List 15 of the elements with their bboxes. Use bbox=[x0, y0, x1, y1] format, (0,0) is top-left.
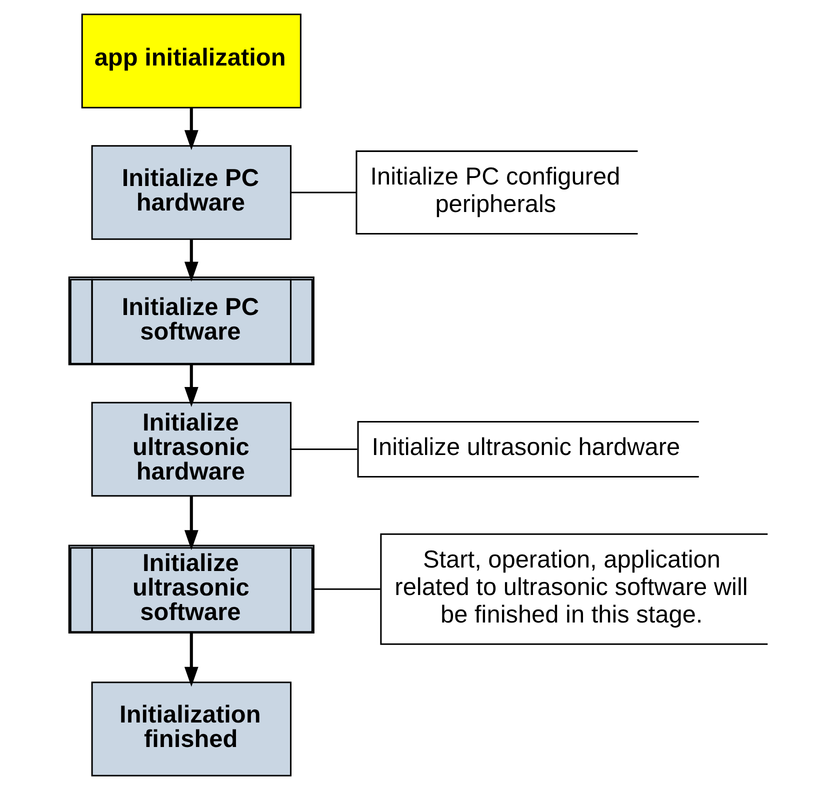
arrow bbox=[184, 108, 198, 150]
connector bbox=[313, 588, 380, 590]
node-box: Initialize ultrasonic hardware bbox=[90, 402, 292, 497]
node-text: Start, operation, application related to ultrasonic software will be finished in this stage. bbox=[394, 546, 748, 628]
connector bbox=[290, 448, 357, 450]
node-box: Initialization finished bbox=[90, 682, 292, 776]
arrow bbox=[184, 633, 198, 687]
arrow bbox=[184, 239, 198, 282]
node-text: Initialize ultrasonic hardware bbox=[371, 434, 680, 462]
connector bbox=[290, 192, 356, 194]
node-box: Initialize PC hardware bbox=[90, 145, 292, 240]
arrow bbox=[184, 364, 198, 407]
node-box: app initialization bbox=[80, 14, 301, 108]
arrow bbox=[184, 496, 198, 550]
node-text: Initialize PC configured peripherals bbox=[370, 164, 620, 218]
